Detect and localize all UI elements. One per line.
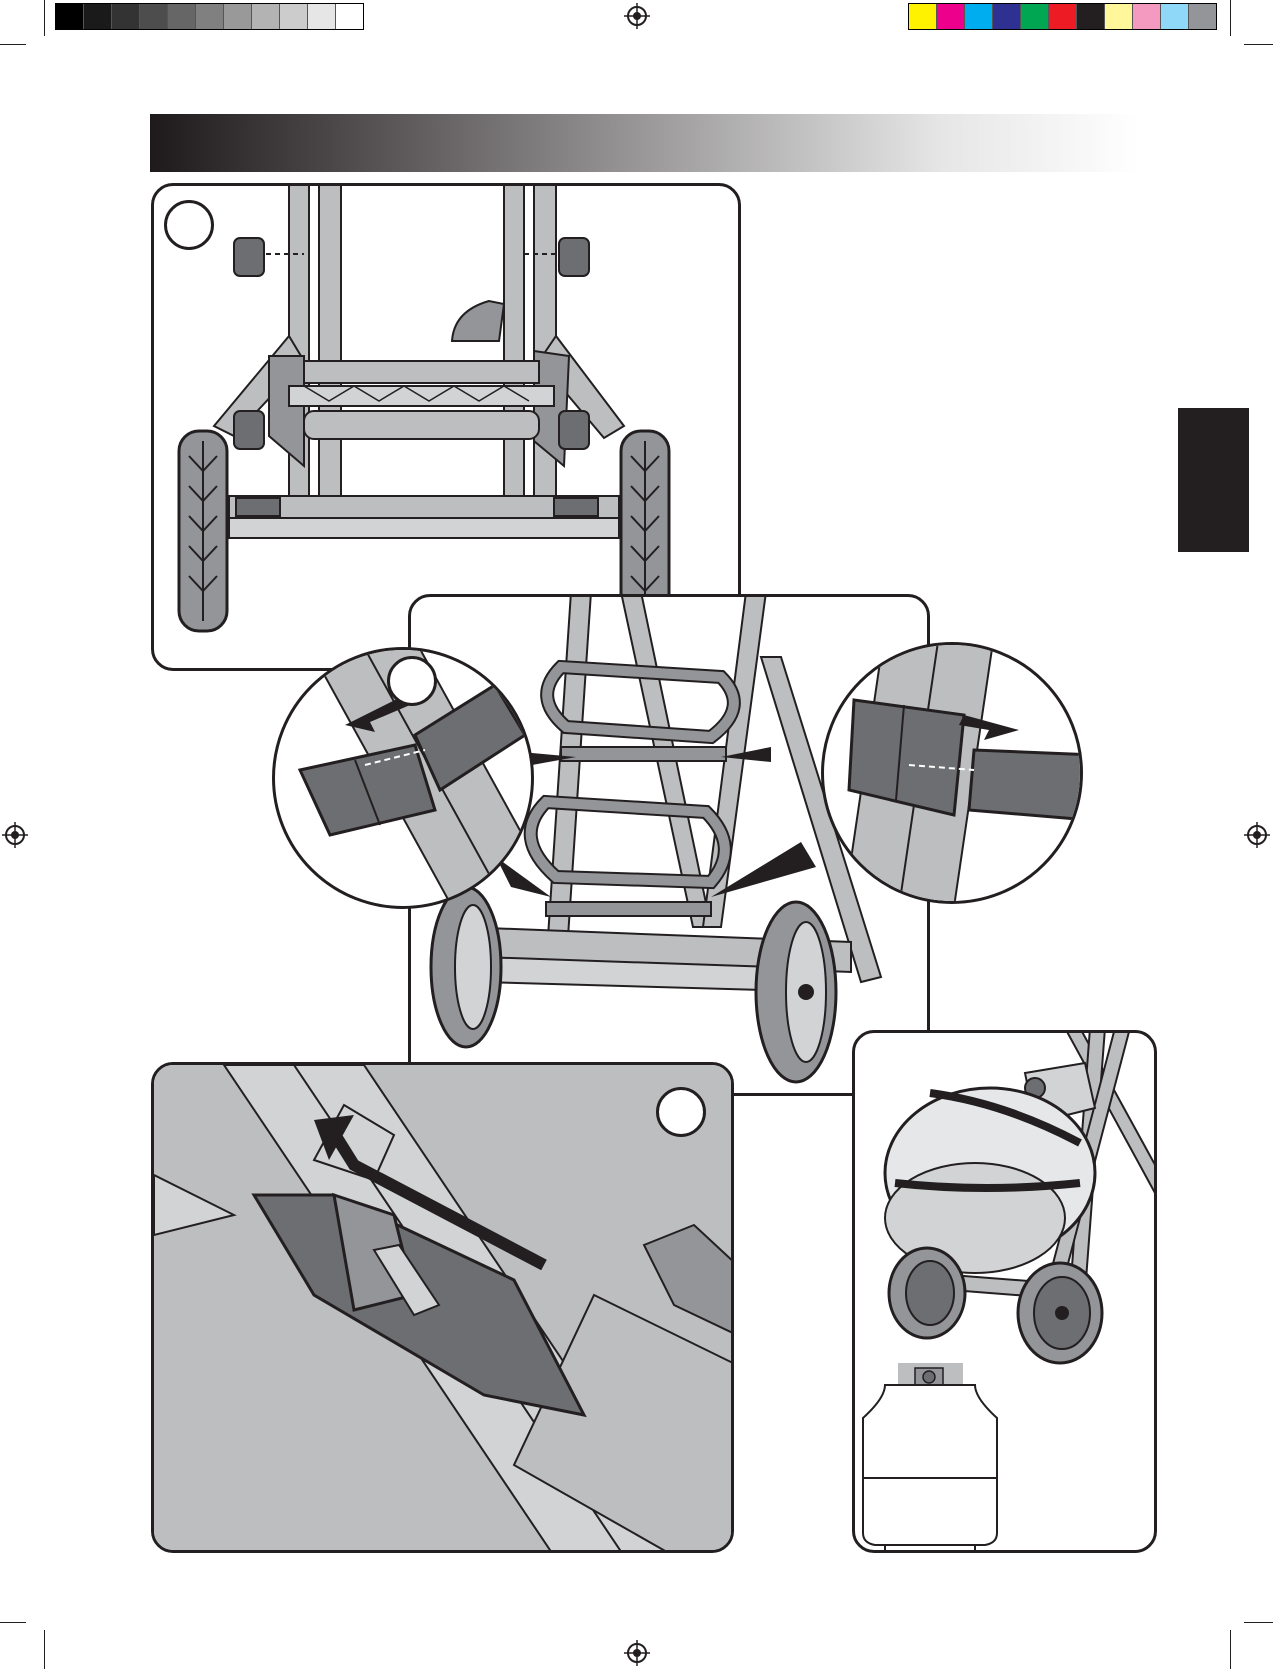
step-2-marker xyxy=(387,656,437,706)
step-3-panel xyxy=(151,1062,734,1553)
strap-clip-detail-right-illustration xyxy=(824,645,1083,904)
process-color-swatch xyxy=(1189,4,1216,29)
grayscale-swatch xyxy=(84,4,112,29)
registration-mark-icon xyxy=(2,822,28,848)
grayscale-swatch xyxy=(336,4,363,29)
strap-clip-detail-left xyxy=(272,647,534,909)
process-color-swatch xyxy=(909,4,937,29)
strap-clip-detail-right xyxy=(821,642,1083,904)
result-panel xyxy=(852,1030,1157,1553)
process-color-swatch xyxy=(993,4,1021,29)
section-header-banner xyxy=(150,114,1140,172)
grayscale-swatch xyxy=(112,4,140,29)
process-color-swatch xyxy=(937,4,965,29)
registration-mark-icon xyxy=(624,3,650,29)
grayscale-swatch xyxy=(224,4,252,29)
grayscale-swatch xyxy=(56,4,84,29)
crop-mark xyxy=(44,0,45,36)
tank-holder-plate-insertion-illustration xyxy=(154,1065,734,1553)
crop-mark xyxy=(1244,1622,1273,1623)
process-color-swatch xyxy=(1105,4,1133,29)
process-color-swatch xyxy=(1133,4,1161,29)
step-1-marker xyxy=(164,200,214,250)
propane-tank-illustration xyxy=(855,1363,1005,1553)
process-color-swatch xyxy=(1021,4,1049,29)
grayscale-swatch xyxy=(140,4,168,29)
grayscale-color-bar xyxy=(55,3,364,30)
crop-mark xyxy=(0,1622,26,1623)
process-color-swatch xyxy=(1161,4,1189,29)
grayscale-swatch xyxy=(196,4,224,29)
chapter-side-tab xyxy=(1178,408,1249,552)
process-color-swatch xyxy=(1077,4,1105,29)
process-color-bar xyxy=(908,3,1217,30)
process-color-swatch xyxy=(965,4,993,29)
step-3-marker xyxy=(656,1087,706,1137)
grayscale-swatch xyxy=(252,4,280,29)
crop-mark xyxy=(44,1630,45,1669)
grayscale-swatch xyxy=(168,4,196,29)
crop-mark xyxy=(1230,0,1231,36)
grayscale-swatch xyxy=(308,4,336,29)
registration-mark-icon xyxy=(624,1640,650,1666)
crop-mark xyxy=(1230,1630,1231,1669)
grayscale-swatch xyxy=(280,4,308,29)
crop-mark xyxy=(0,44,26,45)
process-color-swatch xyxy=(1049,4,1077,29)
registration-mark-icon xyxy=(1244,822,1270,848)
crop-mark xyxy=(1244,44,1273,45)
